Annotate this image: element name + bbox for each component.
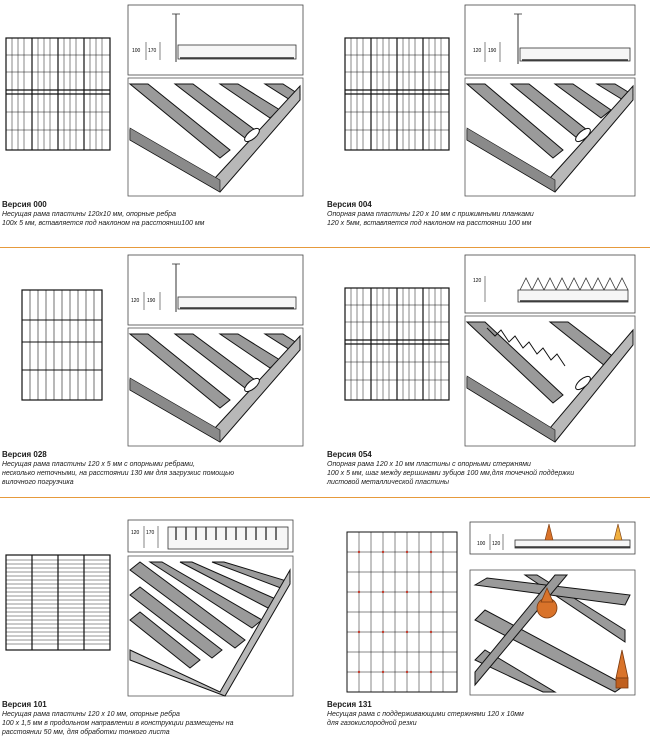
version-card-054: 120 Версия 054 Опорная рама 120 x 10 мм … <box>325 250 650 500</box>
version-title: Версия 131 <box>327 700 372 709</box>
perspective-detail <box>469 569 636 696</box>
version-caption: Версия 004 Опорная рама пластины 120 х 1… <box>327 200 645 228</box>
version-101-drawing: 120 170 <box>5 519 294 697</box>
dim-label: 120 <box>492 541 501 547</box>
section-view: 100 170 <box>127 4 304 76</box>
version-desc-line: Несущая рама пластины 120 x 10 мм, опорн… <box>2 711 180 718</box>
version-desc-line: несколько неточными, на расстоянии 130 м… <box>2 470 235 477</box>
perspective-detail <box>464 77 636 197</box>
version-title: Версия 004 <box>327 200 372 209</box>
version-131-drawing: 100 120 <box>346 521 636 696</box>
section-view: 120 190 <box>464 4 636 76</box>
version-desc-line: листовой металлической пластины <box>327 479 450 486</box>
version-054-drawing: 120 <box>344 254 636 447</box>
version-028-drawing: 120 190 <box>21 254 304 447</box>
plan-view <box>5 37 111 151</box>
section-view: 120 <box>464 254 636 314</box>
plan-view <box>346 531 458 693</box>
version-desc-line: 100 x 1,5 мм в продольном направлении в … <box>2 720 234 727</box>
section-view: 120 170 <box>127 519 294 553</box>
perspective-detail <box>127 77 304 197</box>
plan-view <box>344 37 450 151</box>
version-caption: Версия 054 Опорная рама 120 x 10 мм плас… <box>327 450 645 487</box>
plan-view <box>21 289 103 401</box>
dim-label: 120 <box>473 278 482 284</box>
version-card-004: 120 190 Версия 004 Опорная рама пластины… <box>325 0 650 250</box>
dim-label: 170 <box>148 48 157 54</box>
cone-support-icon <box>544 523 623 541</box>
version-caption: Версия 131 Несущая рама с поддерживающим… <box>327 700 645 728</box>
dim-label: 170 <box>146 530 155 536</box>
version-card-131: 100 120 Версия 131 Несущая рама с поддер… <box>325 500 650 750</box>
version-caption: Версия 000 Несущая рама пластины 120x10 … <box>2 200 320 228</box>
version-desc-line: расстоянии 50 мм, для обработки тонкого … <box>2 729 170 736</box>
version-title: Версия 028 <box>2 450 47 459</box>
version-card-000: 100 170 Версия 000 Несущая рама пластины… <box>0 0 325 250</box>
version-desc-line: для газокислородной резки <box>327 720 417 727</box>
row-divider <box>0 247 650 248</box>
dim-label: 100 <box>132 48 141 54</box>
version-title: Версия 000 <box>2 200 47 209</box>
dim-label: 190 <box>147 298 156 304</box>
version-desc-line: 100x 5 мм, вставляется под наклоном на р… <box>2 220 205 227</box>
dim-label: 120 <box>131 530 140 536</box>
version-title: Версия 054 <box>327 450 372 459</box>
version-caption: Версия 101 Несущая рама пластины 120 x 1… <box>2 700 320 737</box>
row-divider <box>0 497 650 498</box>
dim-label: 190 <box>488 48 497 54</box>
dim-label: 100 <box>477 541 486 547</box>
version-desc-line: 120 х 5мм, вставляется под наклоном на р… <box>327 220 532 227</box>
version-card-101: 120 170 Версия 101 Несущая рама пластины… <box>0 500 325 750</box>
version-000-drawing: 100 170 <box>5 4 304 197</box>
dim-label: 120 <box>473 48 482 54</box>
cone-support-icon <box>536 586 629 689</box>
version-title: Версия 101 <box>2 700 47 709</box>
version-desc-line: Несущая рама пластины 120x10 мм, опорные… <box>2 211 176 218</box>
version-desc-line: 100 x 5 мм, шаг между вершинами зубцов 1… <box>327 470 575 477</box>
version-004-drawing: 120 190 <box>344 4 636 197</box>
version-caption: Версия 028 Несущая рама пластины 120 x 5… <box>2 450 320 487</box>
version-desc-line: Опорная рама 120 x 10 мм пластины с опор… <box>327 461 531 468</box>
perspective-detail <box>464 315 636 447</box>
section-view: 120 190 <box>127 254 304 326</box>
perspective-detail <box>127 555 294 697</box>
dim-label: 120 <box>131 298 140 304</box>
version-desc-line: вилочного погрузчика <box>2 479 74 486</box>
plan-view <box>344 287 450 401</box>
section-view: 100 120 <box>469 521 636 555</box>
version-card-028: 120 190 Версия 028 Несущая рама пластины… <box>0 250 325 500</box>
plan-view <box>5 554 111 651</box>
version-desc-line: Несущая рама пластины 120 x 5 мм с опорн… <box>2 461 195 468</box>
version-desc-line: Несущая рама с поддерживающими стержнями… <box>327 711 524 718</box>
perspective-detail <box>127 327 304 447</box>
version-desc-line: Опорная рама пластины 120 х 10 мм с приж… <box>327 211 534 218</box>
